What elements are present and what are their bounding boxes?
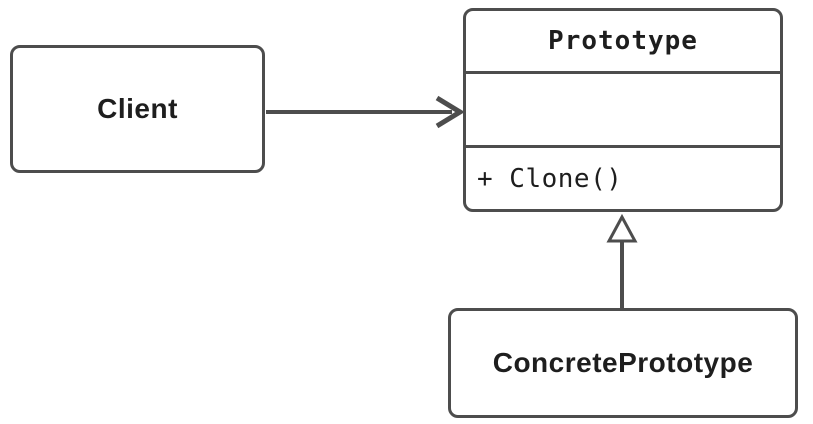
client-node-label: Client <box>97 93 178 124</box>
concrete-prototype-node: ConcretePrototype <box>448 308 798 418</box>
inheritance-edge-concrete-to-prototype <box>606 213 638 309</box>
prototype-class-node: Prototype + Clone() <box>463 8 783 212</box>
prototype-class-title: Prototype <box>466 11 780 74</box>
open-arrowhead-icon <box>435 95 465 129</box>
prototype-class-methods-compartment: + Clone() <box>466 148 780 209</box>
prototype-clone-method: + Clone() <box>477 163 623 194</box>
concrete-prototype-node-label: ConcretePrototype <box>492 347 754 378</box>
client-node: Client <box>10 45 265 173</box>
hollow-triangle-arrowhead-icon <box>606 213 638 243</box>
prototype-class-attributes-compartment <box>466 74 780 148</box>
association-edge-client-to-prototype <box>266 95 465 129</box>
